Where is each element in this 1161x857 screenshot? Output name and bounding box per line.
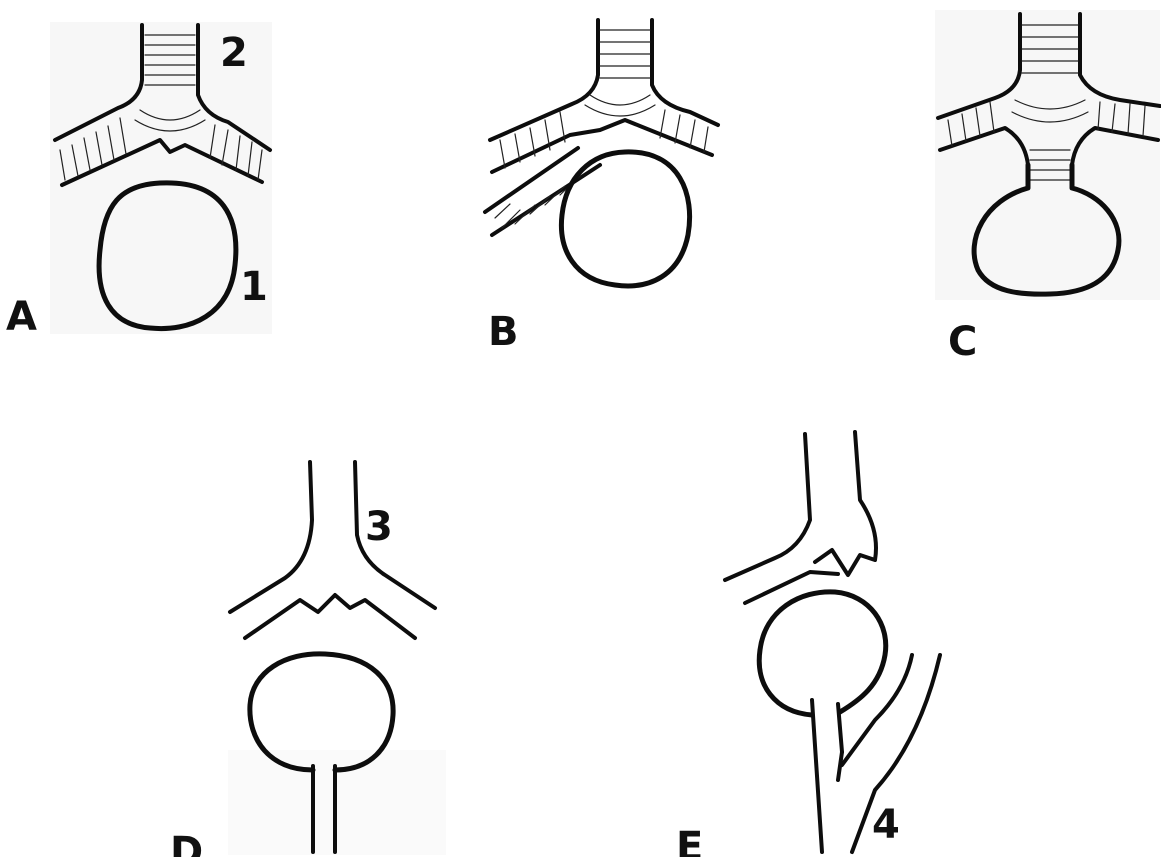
panel-b-pouch	[561, 152, 689, 286]
panel-d-number-3: 3	[365, 504, 393, 550]
panel-c: C	[935, 10, 1160, 365]
panel-e: 4 E	[676, 432, 940, 857]
panel-b: B	[485, 20, 718, 355]
panel-e-pouch	[759, 592, 886, 715]
panel-e-trachea	[725, 432, 876, 603]
panel-a-label: A	[6, 294, 37, 340]
panel-b-label: B	[488, 309, 519, 355]
panel-d-label: D	[170, 829, 203, 857]
panel-a: 2 1 A	[6, 22, 272, 340]
panel-e-label: E	[676, 824, 703, 857]
panel-c-label: C	[948, 319, 977, 365]
panel-b-trachea	[485, 20, 718, 235]
panel-d: 3 D	[170, 462, 446, 857]
panel-d-trachea	[230, 462, 435, 638]
panel-a-number-1: 1	[240, 264, 268, 310]
panel-a-number-2: 2	[220, 30, 248, 76]
panel-c-background	[935, 10, 1160, 300]
panel-e-number-4: 4	[872, 802, 900, 848]
